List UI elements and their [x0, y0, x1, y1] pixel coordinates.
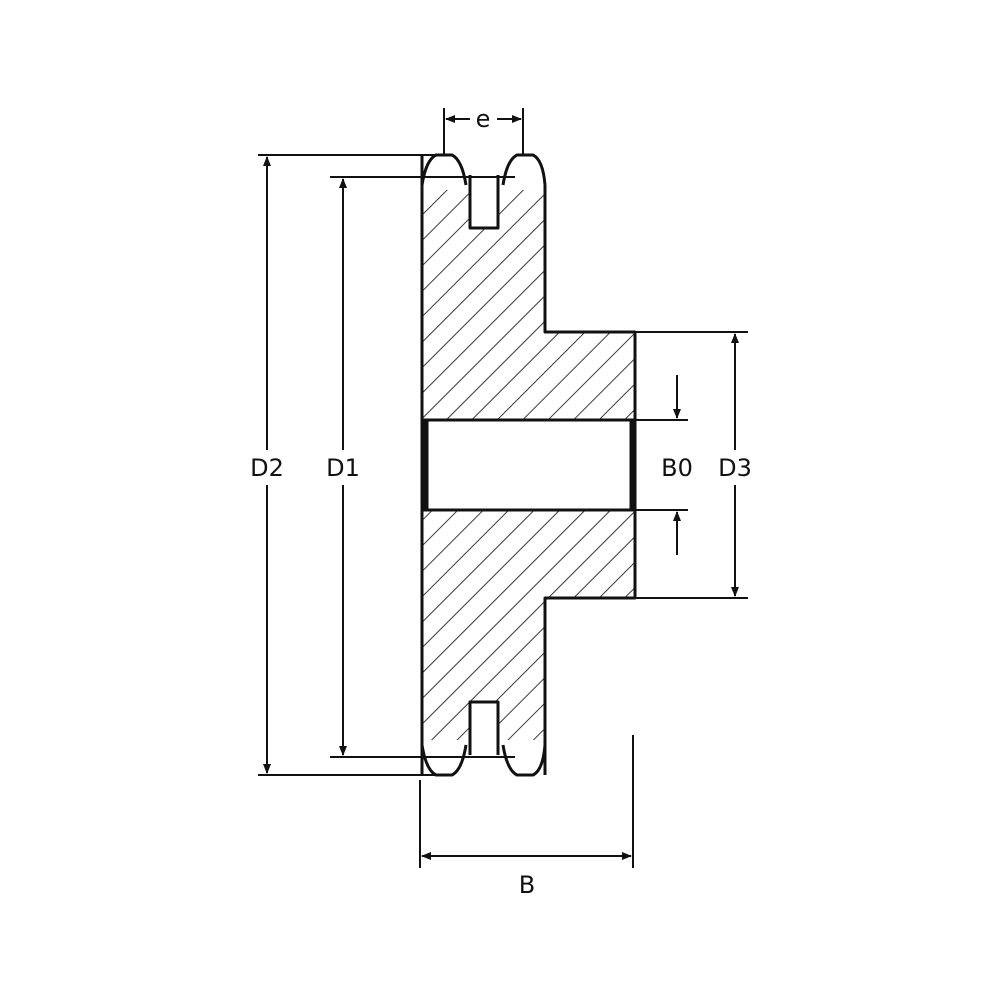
upper-tooth-groove — [468, 175, 500, 230]
e-label: e — [476, 105, 491, 133]
d3-label: D3 — [718, 454, 752, 482]
b0-label: B0 — [661, 454, 693, 482]
lower-section-hatch — [422, 510, 635, 740]
d1-label: D1 — [326, 454, 360, 482]
lower-tooth-groove — [468, 700, 500, 755]
d2-label: D2 — [250, 454, 284, 482]
b-label: B — [519, 871, 535, 899]
upper-section-hatch — [422, 190, 635, 420]
